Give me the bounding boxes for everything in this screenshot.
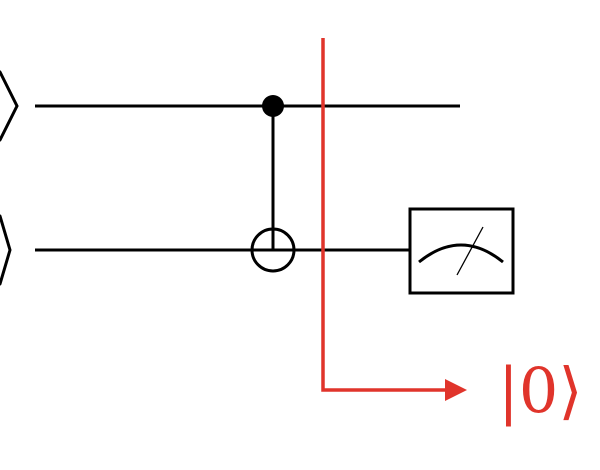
outcome-label: |0⟩ | [498,354,600,427]
measurement-gate [408,207,515,295]
cnot-gate [250,95,296,273]
measurement-box [408,207,515,295]
ket-bracket-qubit-2 [0,214,12,286]
ket-bracket-qubit-1 [0,70,19,142]
arrow-head [445,379,467,401]
arrow-path [321,38,450,392]
red-arrow [321,38,467,401]
meter-icon [418,243,504,264]
meter-needle [456,226,484,276]
control-dot [262,95,284,117]
